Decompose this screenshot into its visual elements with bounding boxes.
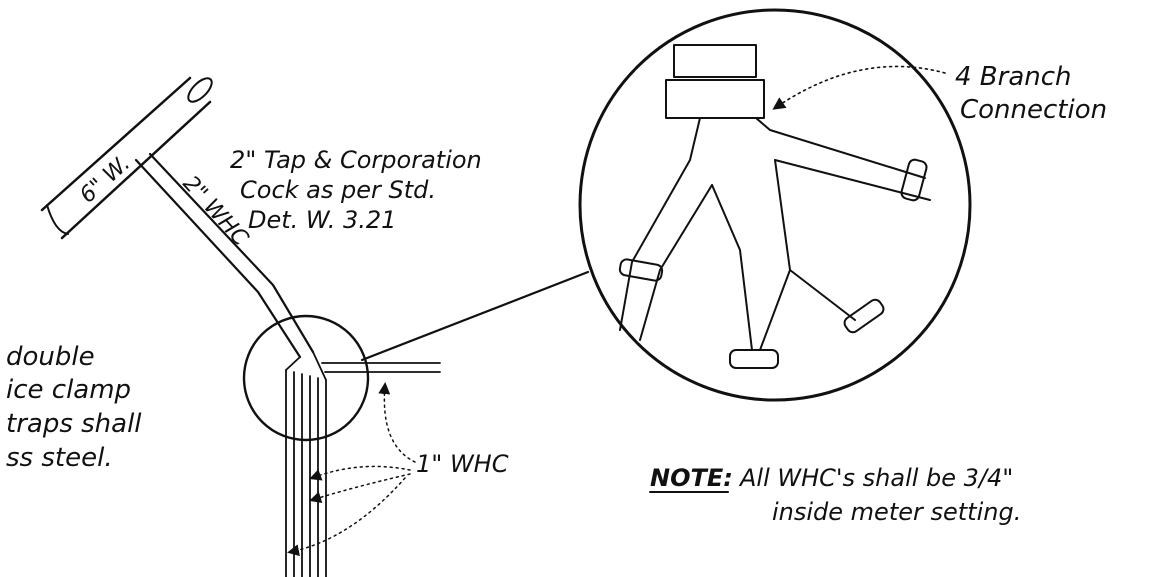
branch-lines-small: [285, 351, 441, 577]
tap-note-line2: Cock as per Std.: [240, 176, 436, 204]
small-detail-circle: [242, 314, 370, 442]
left-note-line3: traps shall: [6, 409, 142, 439]
left-note-line4: ss steel.: [6, 443, 113, 473]
note-line2: inside meter setting.: [772, 498, 1021, 526]
note-prefix: NOTE:: [650, 464, 733, 492]
left-note-line1: double: [6, 342, 95, 372]
note-line1: All WHC's shall be 3/4": [738, 464, 1013, 492]
branch-label-line1: 4 Branch: [955, 62, 1072, 92]
service-line-2in: [134, 152, 315, 359]
detail-leader-line: [360, 270, 590, 362]
branch-leader-arrow: [772, 65, 946, 110]
branch-label-line2: Connection: [960, 95, 1107, 125]
whc-leader-arrows: [287, 382, 416, 557]
main-pipe-6in: [40, 76, 213, 240]
whc-label: 1" WHC: [416, 450, 509, 478]
left-note-line2: ice clamp: [6, 375, 131, 405]
large-detail-circle: [578, 8, 972, 402]
tap-note-line3: Det. W. 3.21: [248, 206, 396, 234]
tap-note-line1: 2" Tap & Corporation: [230, 146, 482, 174]
